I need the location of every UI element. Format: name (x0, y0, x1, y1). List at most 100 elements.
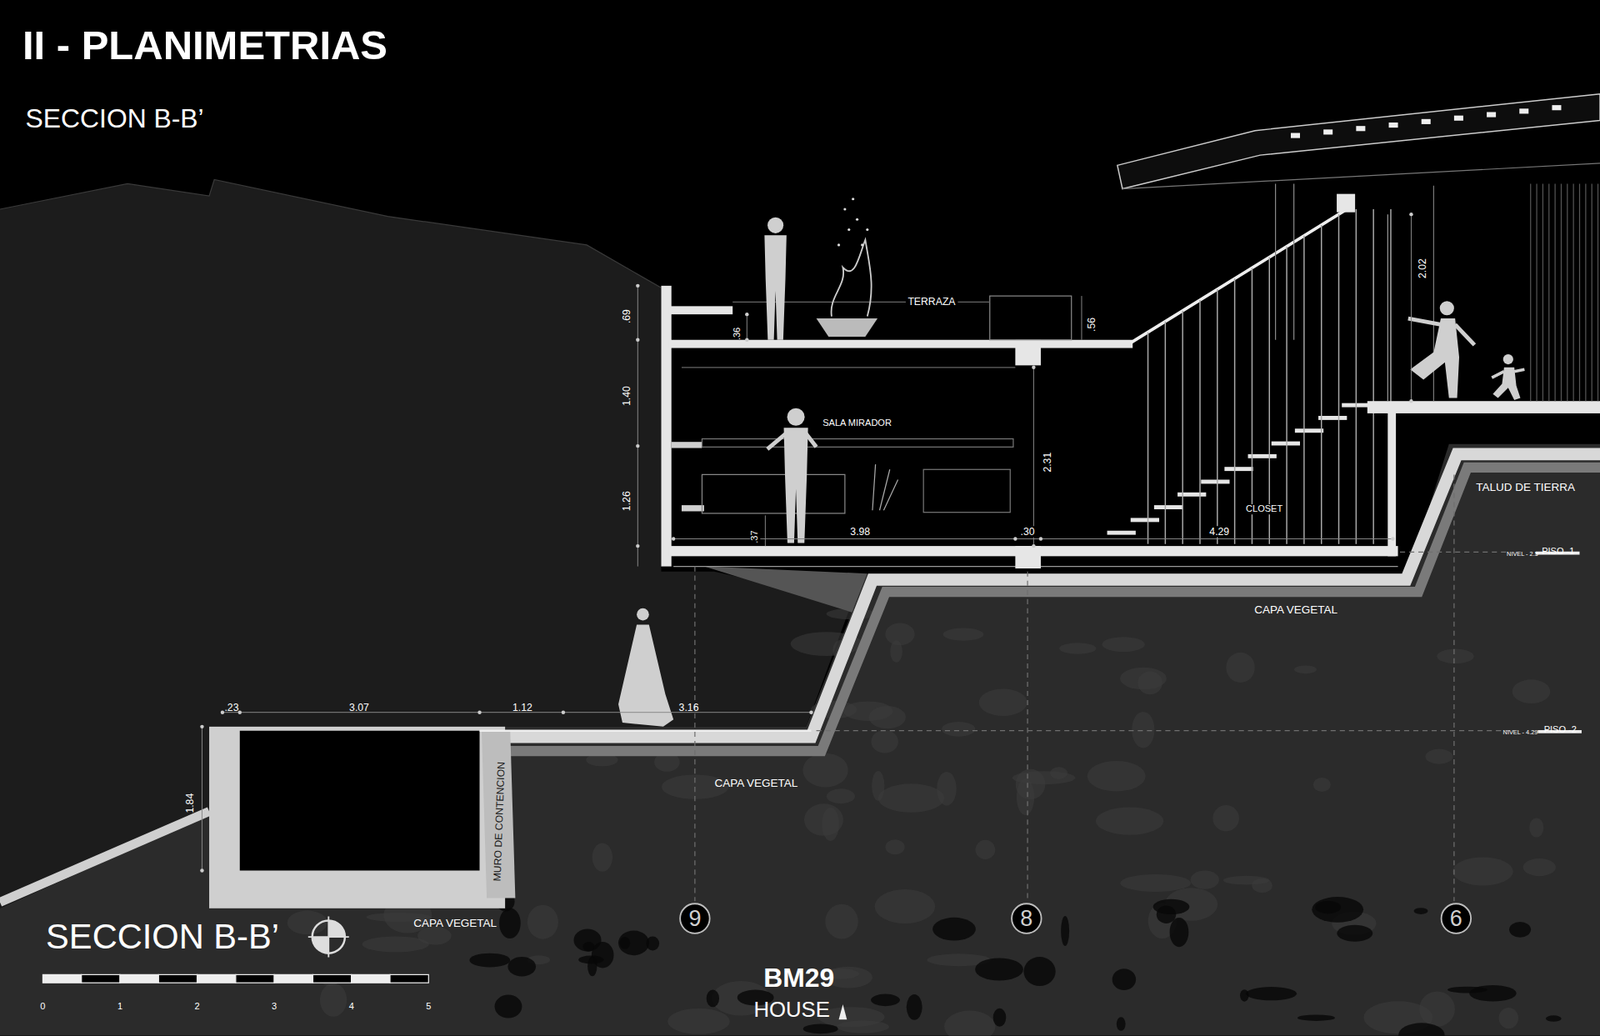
dimension-tick (1031, 365, 1035, 370)
soil-patch (890, 640, 903, 662)
dimension-tick (1013, 536, 1017, 540)
balustrade-bar (1251, 267, 1253, 544)
facade-slat (1585, 183, 1586, 401)
spark (843, 207, 846, 210)
dimension-tick (561, 710, 565, 714)
dimension: 3.07 (349, 701, 370, 713)
beam (1015, 545, 1041, 569)
spark (865, 228, 869, 231)
stair-tread (1130, 517, 1160, 522)
space-name: SALA MIRADOR (822, 418, 892, 429)
walkway-edge (480, 730, 812, 732)
window-sill (681, 505, 705, 511)
stair-tread (1271, 441, 1300, 446)
scale-bar-segment (120, 974, 159, 983)
soil-void (1116, 1016, 1126, 1030)
soil-patch (869, 705, 906, 729)
soil-void (1156, 905, 1176, 924)
facade-slat (1535, 183, 1537, 401)
soil-void (495, 995, 523, 1019)
balustrade-bar (1303, 235, 1305, 545)
balustrade-bar (1165, 321, 1166, 545)
hill-crest (0, 180, 661, 289)
soil-patch (1050, 766, 1068, 780)
dimension-tick (200, 725, 204, 729)
soil-void (1545, 1015, 1562, 1021)
dimension: .37 (750, 528, 760, 545)
scale-number: 2 (194, 1002, 200, 1013)
logo-text: HOUSE (753, 997, 830, 1021)
upper-floor-slab (1367, 400, 1600, 414)
grid-axis-bubble: 6 (1440, 901, 1473, 935)
scale-number: 1 (117, 1002, 123, 1013)
soil-patch (1059, 642, 1096, 655)
figure-body (1410, 318, 1460, 399)
soil-patch (1101, 636, 1145, 652)
spark (837, 243, 840, 246)
soil-patch (1512, 679, 1550, 704)
dimension: 1.26 (620, 490, 632, 511)
soil-patch (826, 788, 855, 804)
terrain-label: TALUD DE TIERRA (1475, 480, 1575, 494)
skylight (1421, 119, 1431, 125)
figure-body (784, 427, 809, 543)
human-figure (1408, 300, 1475, 398)
scale-bar-segment (197, 974, 236, 983)
level-name: PISO -1 (1541, 546, 1575, 557)
scale-number: 0 (40, 1002, 45, 1013)
soil-patch (361, 935, 430, 952)
soil-patch (592, 843, 613, 872)
balustrade-bar (1216, 289, 1218, 545)
figure-head (1440, 300, 1455, 315)
facade-slat (1579, 183, 1580, 401)
spark (855, 218, 859, 221)
soil-patch (1225, 652, 1255, 683)
soil-patch (875, 889, 936, 924)
stair-tread (1200, 480, 1230, 485)
figure-head (636, 608, 650, 621)
soil-patch (667, 1008, 730, 1035)
dimension-tick (745, 338, 749, 342)
soil-patch (1087, 760, 1146, 792)
skylight (1290, 133, 1300, 139)
dimension: .23 (224, 701, 239, 713)
soil-patch (1523, 858, 1556, 876)
under-slab-support (704, 566, 868, 613)
drawing-caption: SECCION B-B’ (45, 917, 280, 956)
section-symbol-axis (327, 916, 330, 958)
soil-patch (944, 1010, 995, 1036)
dimension-line (746, 314, 748, 340)
dimension-tick (635, 284, 640, 288)
bubble-circle (1011, 903, 1042, 934)
skylight (1486, 111, 1496, 117)
spark (847, 228, 850, 231)
soil-void (1311, 896, 1364, 923)
lower-box-walls (209, 726, 505, 909)
bubble-circle (1441, 903, 1472, 934)
space-name: TERRAZA (905, 295, 958, 306)
soil-patch (1131, 711, 1155, 749)
section-symbol-fill (312, 936, 330, 954)
grid-axis-bubble: 9 (678, 901, 711, 935)
glass-line (1387, 214, 1389, 401)
scale-bar-segment (351, 974, 390, 983)
facade-slat (1555, 183, 1556, 401)
soil-patch (1223, 875, 1270, 885)
soil-patch (1294, 665, 1317, 674)
scale-number: 3 (271, 1002, 277, 1013)
spark (860, 243, 864, 246)
dimension: 1.40 (620, 385, 632, 406)
dimension-line (673, 538, 1393, 540)
soil-patch (870, 730, 899, 754)
dimension-tick (1409, 399, 1413, 403)
closet-wall (1387, 408, 1396, 557)
soil-void (1023, 956, 1055, 986)
level-line (1400, 551, 1510, 553)
facade-slat (1566, 183, 1568, 401)
soil-patch (1425, 749, 1453, 765)
level-value: NIVEL - 2.5 (1506, 550, 1539, 558)
dimension: 4.29 (1207, 525, 1232, 537)
cabinet (923, 469, 1010, 512)
